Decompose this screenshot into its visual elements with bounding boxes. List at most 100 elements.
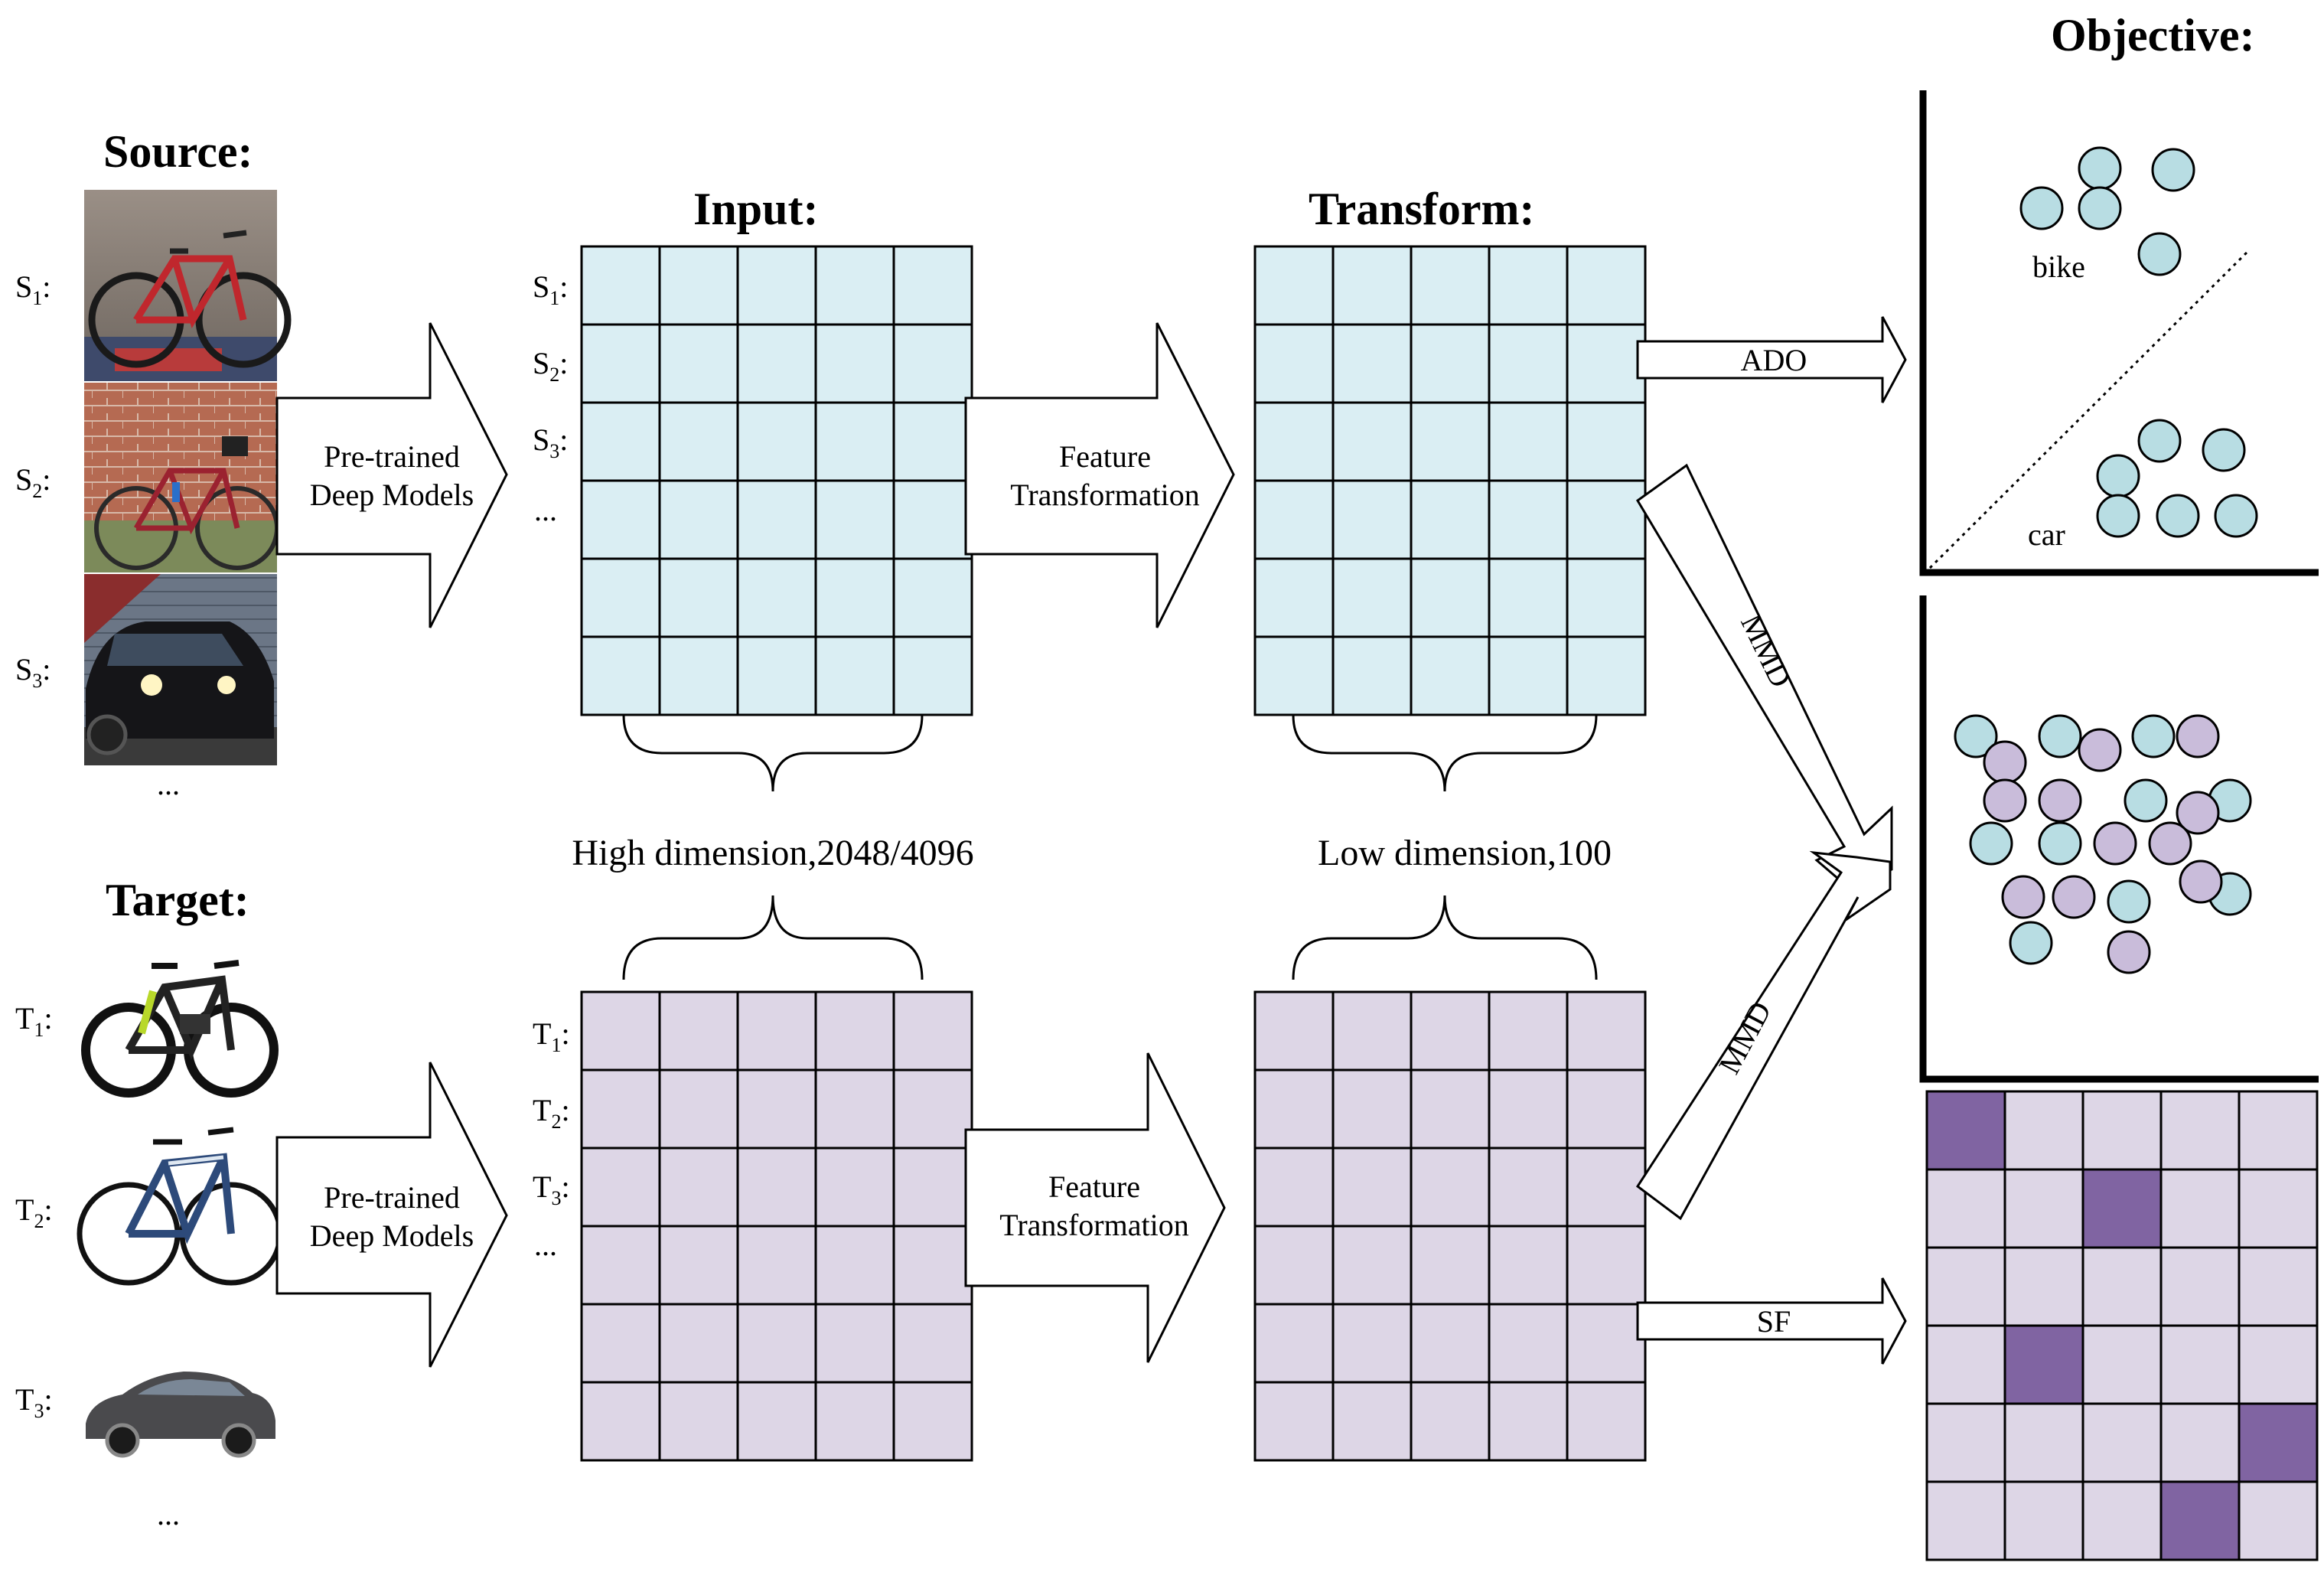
matrix-cell <box>1331 1147 1413 1228</box>
matrix-cell <box>814 1147 895 1228</box>
matrix-cell <box>1331 479 1413 560</box>
matrix-cell <box>736 323 817 404</box>
bike-point <box>2137 232 2182 276</box>
matrix-cell <box>1566 1225 1647 1306</box>
matrix-cell <box>2159 1480 2241 1561</box>
matrix-cell <box>1253 1303 1335 1384</box>
matrix-cell <box>1253 1225 1335 1306</box>
car-point <box>2137 419 2182 463</box>
matrix-cell <box>736 635 817 716</box>
matrix-cell <box>1410 323 1491 404</box>
matrix-cell <box>1410 245 1491 326</box>
svg-text:Pre-trained: Pre-trained <box>324 439 460 474</box>
matrix-cell <box>736 990 817 1072</box>
matrix-cell <box>736 245 817 326</box>
matrix-cell <box>658 1381 739 1462</box>
matrix-cell <box>2159 1402 2241 1483</box>
svg-text:Pre-trained: Pre-trained <box>324 1180 460 1215</box>
matrix-cell <box>1488 1381 1569 1462</box>
matrix-cell <box>2159 1090 2241 1171</box>
car-point <box>2156 494 2200 538</box>
matrix-cell <box>2081 1324 2163 1405</box>
matrix-cell <box>1925 1246 2006 1327</box>
source-point <box>2107 879 2151 924</box>
matrix-cell <box>1331 1068 1413 1150</box>
svg-text:...: ... <box>534 493 557 527</box>
source-point <box>2038 821 2082 866</box>
matrix-cell <box>580 557 661 638</box>
matrix-cell <box>2003 1480 2084 1561</box>
matrix-cell <box>1410 990 1491 1072</box>
bike-point <box>2151 148 2195 192</box>
matrix-cell <box>1925 1324 2006 1405</box>
matrix-cell <box>2081 1168 2163 1249</box>
matrix-cell <box>2238 1090 2319 1171</box>
sample-label-t3: T3: <box>15 1382 53 1422</box>
svg-text:Transformation: Transformation <box>1010 478 1199 512</box>
matrix-cell <box>814 245 895 326</box>
ado-arrow: ADO <box>1636 316 1907 403</box>
matrix-cell <box>814 401 895 482</box>
matrix-cell <box>1488 245 1569 326</box>
target-point <box>2038 778 2082 823</box>
mmd-arrow-source: MMD <box>1636 463 1893 889</box>
matrix-cell <box>1410 635 1491 716</box>
matrix-cell <box>658 245 739 326</box>
objective-sf-matrix <box>1925 1090 2319 1561</box>
matrix-cell <box>1488 1225 1569 1306</box>
input-source-matrix <box>580 245 973 716</box>
svg-text:SF: SF <box>1757 1304 1791 1339</box>
feature-transformation-arrow-target: Feature Transformation <box>964 1052 1226 1363</box>
blue-bike-photo-icon <box>77 1127 283 1286</box>
matrix-cell <box>1331 990 1413 1072</box>
car-cluster-label: car <box>2028 517 2065 552</box>
sample-label-t1: T1: <box>15 1001 53 1041</box>
matrix-cell <box>814 1225 895 1306</box>
matrix-cell <box>1331 245 1413 326</box>
car-point <box>2096 494 2140 538</box>
matrix-cell <box>2003 1324 2084 1405</box>
matrix-cell <box>814 557 895 638</box>
matrix-cell <box>1925 1090 2006 1171</box>
matrix-cell <box>1331 1303 1413 1384</box>
matrix-cell <box>1410 1068 1491 1150</box>
target-sample-labels: T1: T2: T3: ... <box>15 1001 180 1531</box>
matrix-cell <box>736 1068 817 1150</box>
matrix-cell <box>2238 1246 2319 1327</box>
target-point <box>2052 875 2096 919</box>
source-point <box>2124 778 2168 823</box>
bike-point <box>2019 186 2064 230</box>
sample-label-t2: T2: <box>15 1192 53 1232</box>
matrix-cell <box>892 557 973 638</box>
matrix-cell <box>1488 479 1569 560</box>
source-point <box>1969 821 2013 866</box>
matrix-cell <box>892 990 973 1072</box>
matrix-cell <box>814 1068 895 1150</box>
matrix-cell <box>1410 479 1491 560</box>
matrix-cell <box>658 1068 739 1150</box>
matrix-cell <box>814 1381 895 1462</box>
svg-text:ADO: ADO <box>1741 343 1807 377</box>
matrix-cell <box>1488 401 1569 482</box>
matrix-cell <box>580 401 661 482</box>
car-point <box>2202 428 2246 472</box>
matrix-cell <box>2003 1246 2084 1327</box>
matrix-cell <box>814 635 895 716</box>
matrix-cell <box>736 1147 817 1228</box>
svg-text:S3:: S3: <box>533 422 568 462</box>
matrix-cell <box>736 479 817 560</box>
source-ellipsis: ... <box>157 767 180 801</box>
matrix-cell <box>892 479 973 560</box>
sample-label-s2: S2: <box>15 462 51 502</box>
matrix-cell <box>2081 1246 2163 1327</box>
matrix-cell <box>1488 990 1569 1072</box>
matrix-cell <box>736 1303 817 1384</box>
target-point <box>2179 860 2223 904</box>
matrix-cell <box>2238 1168 2319 1249</box>
matrix-cell <box>892 323 973 404</box>
matrix-cell <box>2003 1402 2084 1483</box>
matrix-cell <box>892 1068 973 1150</box>
matrix-cell <box>658 557 739 638</box>
matrix-cell <box>1253 323 1335 404</box>
matrix-cell <box>736 401 817 482</box>
